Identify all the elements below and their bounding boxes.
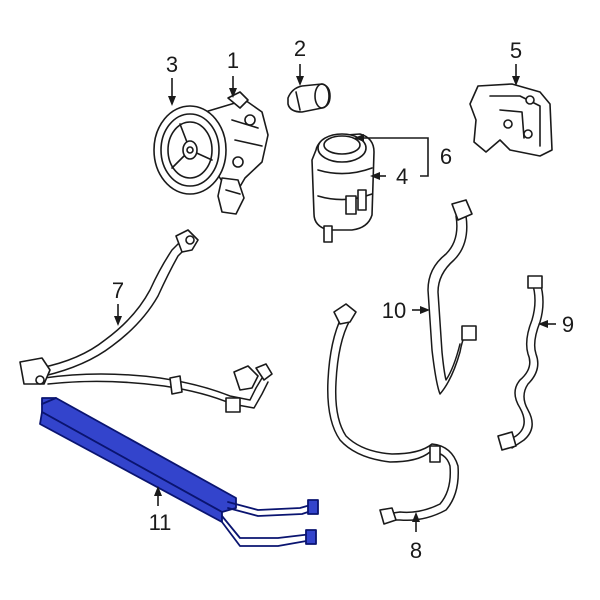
pulley	[153, 105, 227, 195]
callout-leaders	[114, 64, 556, 532]
callout-6: 6	[440, 144, 452, 169]
reservoir-cap-part	[287, 83, 331, 113]
fluid-reservoir	[311, 133, 375, 243]
return-hose	[327, 303, 459, 525]
callout-5: 5	[510, 38, 522, 63]
reservoir-hose	[427, 199, 477, 395]
callout-labels: 1 2 3 4 5 6 7 8 9 10 11	[112, 36, 574, 563]
callout-2: 2	[294, 36, 306, 61]
callout-11: 11	[149, 510, 172, 535]
callout-7: 7	[112, 278, 124, 303]
pressure-hose-assembly	[19, 229, 273, 413]
callout-8: 8	[410, 538, 422, 563]
callout-1: 1	[227, 48, 239, 73]
mounting-bracket	[469, 83, 553, 157]
callout-10: 10	[382, 298, 406, 323]
small-hose	[497, 275, 544, 451]
power-steering-cooler	[39, 397, 319, 547]
callout-9: 9	[562, 312, 574, 337]
callout-4: 4	[396, 164, 408, 189]
callout-3: 3	[166, 52, 178, 77]
